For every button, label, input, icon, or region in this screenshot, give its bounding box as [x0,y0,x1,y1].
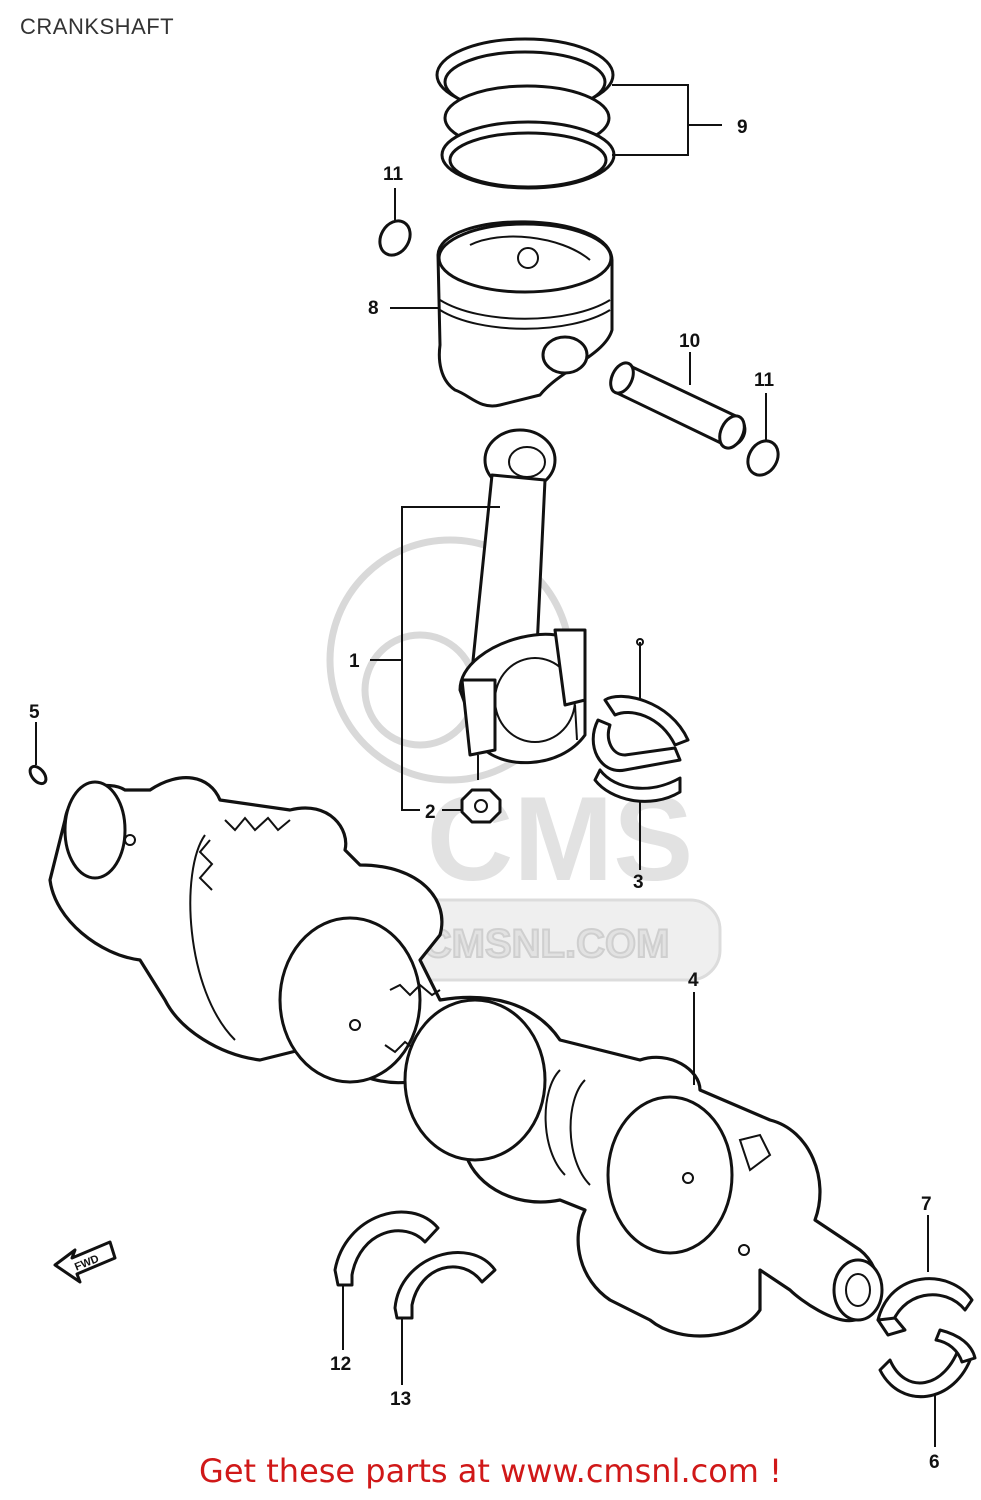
conrod-bearing[interactable] [591,694,690,803]
callout-4: 4 [688,970,699,991]
piston[interactable] [436,220,614,408]
callout-5: 5 [29,702,40,723]
callout-6: 6 [929,1452,940,1473]
crankshaft[interactable] [48,776,884,1338]
callout-11-upper: 11 [383,164,404,185]
footer-cta-link[interactable]: Get these parts at www.cmsnl.com ! [199,1452,782,1490]
thrust-bearing-13[interactable] [393,1251,497,1320]
leader-lines [35,84,936,1447]
circlip-lower[interactable] [742,435,784,480]
callout-1: 1 [349,651,360,672]
dowel-pin[interactable] [27,763,49,786]
thrust-bearing-12[interactable] [333,1210,440,1287]
forward-direction-arrow: FWD [53,1240,117,1284]
conrod-nut[interactable] [460,788,502,824]
callout-8: 8 [368,298,379,319]
callout-11-lower: 11 [754,370,775,391]
piston-rings[interactable] [435,37,616,190]
callout-3: 3 [633,872,644,893]
callout-2: 2 [425,802,436,823]
connecting-rod[interactable] [458,428,587,780]
circlip-upper[interactable] [374,215,416,260]
main-bearing-upper[interactable] [876,1277,974,1337]
callout-12: 12 [330,1354,351,1375]
page-title: CRANKSHAFT [20,14,175,39]
callout-9: 9 [737,117,748,138]
callout-13: 13 [390,1389,411,1410]
piston-pin[interactable] [606,359,749,452]
callout-labels: 9 11 8 10 11 1 5 2 3 4 7 12 13 6 [29,117,940,1473]
main-bearing-lower[interactable] [878,1328,977,1399]
callout-10: 10 [679,331,700,352]
callout-7: 7 [921,1194,932,1215]
